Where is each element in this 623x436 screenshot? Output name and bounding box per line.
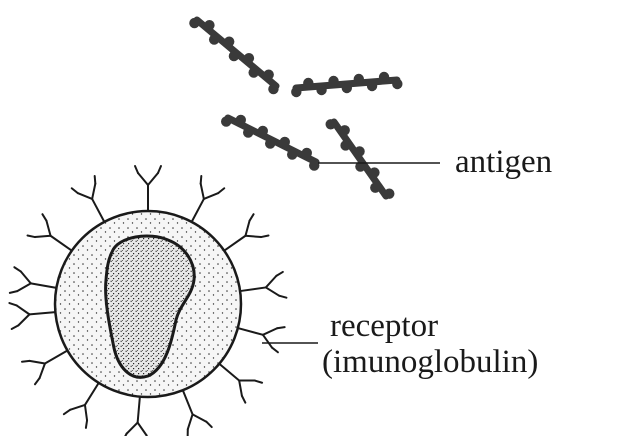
receptor <box>8 302 57 330</box>
receptor <box>239 270 288 299</box>
nucleus-chromatin <box>105 236 195 378</box>
receptor <box>181 389 213 436</box>
antigen-label: antigen <box>455 144 553 180</box>
receptor-label: receptor <box>330 308 439 344</box>
receptor <box>62 381 100 429</box>
receptor <box>218 362 264 404</box>
receptor-group <box>8 165 288 436</box>
antigen-molecule <box>189 16 280 95</box>
receptor <box>236 326 286 354</box>
antigen-molecule <box>325 118 395 200</box>
receptor <box>190 175 226 223</box>
receptor <box>8 266 58 294</box>
receptor <box>70 175 106 223</box>
receptor <box>124 395 148 436</box>
antigen-molecule <box>291 71 403 98</box>
receptor <box>134 165 162 212</box>
immunoglobulin-label: (imunoglobulin) <box>322 344 539 380</box>
receptor <box>223 213 270 252</box>
antigen-molecule <box>221 114 320 171</box>
antigen-molecules <box>189 16 403 200</box>
receptor <box>26 213 73 252</box>
receptor <box>20 349 69 386</box>
